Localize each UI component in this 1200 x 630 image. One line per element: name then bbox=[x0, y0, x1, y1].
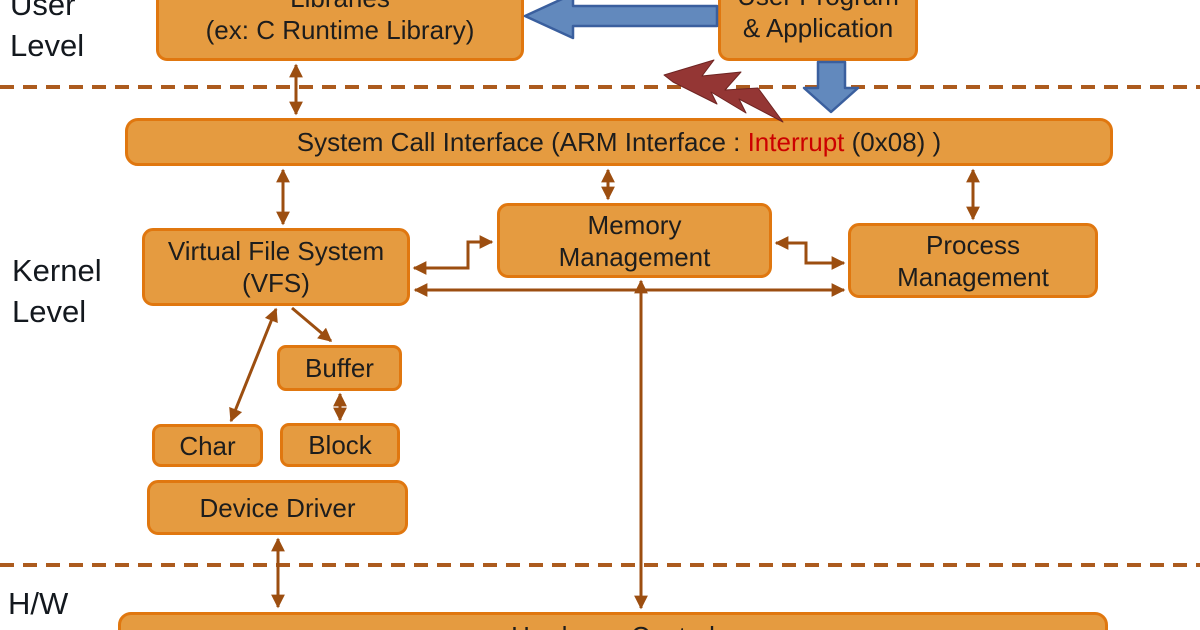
libraries-line1: Libraries bbox=[290, 0, 390, 14]
char-box: Char bbox=[152, 424, 263, 467]
hardware-control-label: Hardware Control bbox=[511, 620, 715, 630]
user-program-line1: User Program bbox=[737, 0, 899, 12]
memory-line2: Management bbox=[558, 241, 711, 272]
device-driver-box: Device Driver bbox=[147, 480, 408, 535]
kernel-level-label: Kernel Level bbox=[12, 253, 102, 329]
user-program-to-libraries-arrow bbox=[523, 0, 719, 40]
memory-management-box: Memory Management bbox=[497, 203, 772, 278]
hw-level-label: H/W bbox=[8, 586, 69, 621]
system-call-interface-label: System Call Interface (ARM Interface : I… bbox=[297, 126, 941, 158]
hardware-control-box: Hardware Control bbox=[118, 612, 1108, 630]
system-call-interface-box: System Call Interface (ARM Interface : I… bbox=[125, 118, 1113, 166]
vfs-memory-elbow-arrow bbox=[412, 235, 494, 275]
memory-line1: Memory bbox=[587, 209, 682, 240]
vfs-char-arrow bbox=[229, 307, 278, 423]
buffer-label: Buffer bbox=[305, 353, 374, 383]
user-program-box: User Program & Application bbox=[718, 0, 918, 61]
interrupt-lightning-bolt-icon bbox=[663, 59, 784, 123]
block-box: Block bbox=[280, 423, 400, 467]
libraries-box: Libraries (ex: C Runtime Library) bbox=[156, 0, 524, 61]
vfs-line1: Virtual File System bbox=[167, 236, 385, 266]
user-program-line2: & Application bbox=[742, 13, 894, 43]
sci-text-prefix: System Call Interface (ARM Interface : bbox=[296, 127, 748, 157]
user-level-label: User Level bbox=[10, 0, 85, 63]
libraries-line2: (ex: C Runtime Library) bbox=[205, 15, 475, 45]
vfs-line2: (VFS) bbox=[242, 268, 310, 298]
device-driver-label: Device Driver bbox=[199, 492, 356, 523]
process-management-box: Process Management bbox=[848, 223, 1098, 298]
buffer-box: Buffer bbox=[277, 345, 402, 391]
process-line1: Process bbox=[926, 229, 1020, 260]
vfs-buffer-arrow bbox=[291, 306, 333, 343]
memory-process-elbow-arrow bbox=[774, 236, 846, 270]
sci-text-suffix: (0x08) ) bbox=[844, 127, 942, 157]
kernel-hw-boundary-line bbox=[0, 563, 1200, 567]
process-line2: Management bbox=[897, 261, 1049, 292]
sci-interrupt-text: Interrupt bbox=[747, 127, 845, 157]
virtual-file-system-box: Virtual File System (VFS) bbox=[142, 228, 410, 306]
block-label: Block bbox=[308, 430, 372, 460]
user-kernel-boundary-line bbox=[0, 85, 1200, 89]
char-label: Char bbox=[179, 430, 236, 461]
